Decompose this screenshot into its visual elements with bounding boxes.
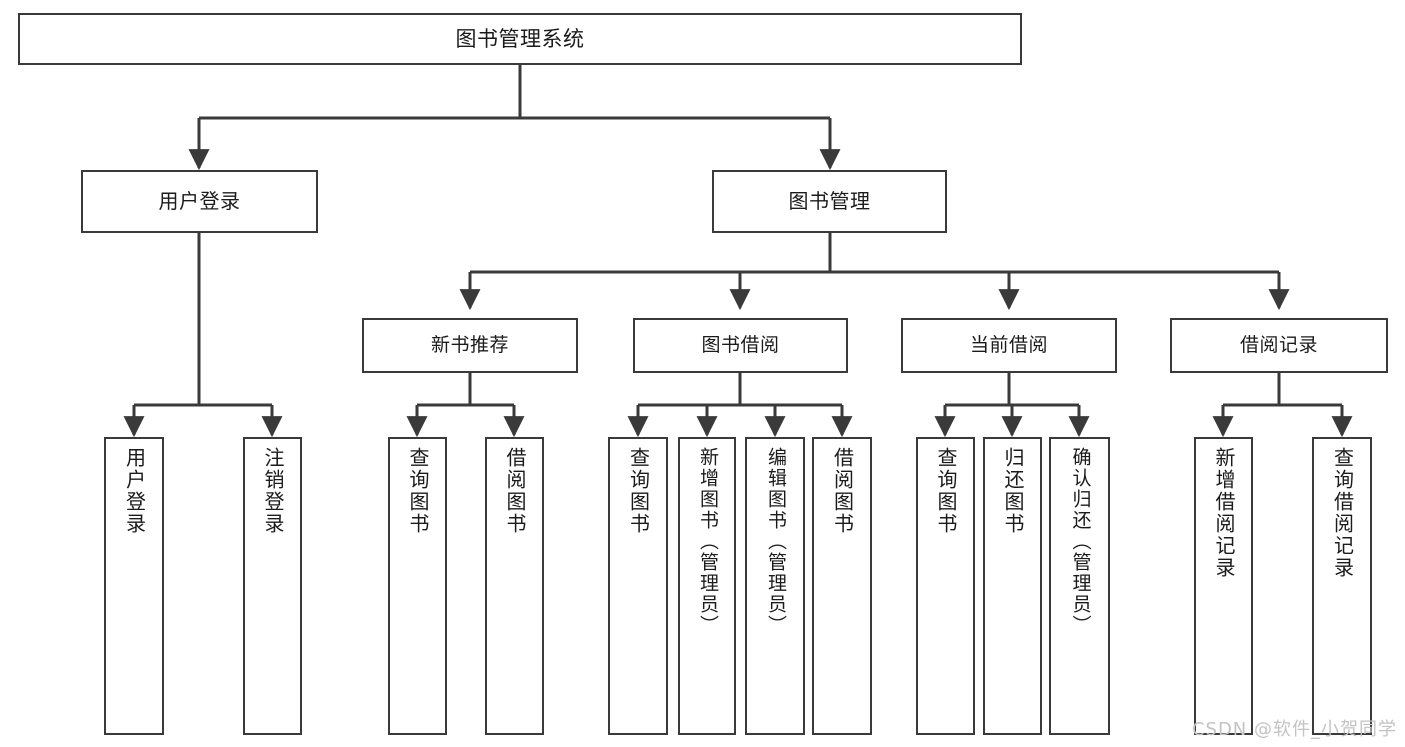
node-leaf-user-login[interactable]: 用户登录: [104, 437, 164, 735]
node-new-book-rec[interactable]: 新书推荐: [362, 318, 578, 373]
node-leaf-query-book-3-label: 查询图书: [934, 447, 958, 535]
node-leaf-query-book-2-label: 查询图书: [626, 447, 651, 535]
node-leaf-borrow-book-2-label: 借阅图书: [830, 447, 855, 535]
node-book-borrow[interactable]: 图书借阅: [633, 318, 848, 373]
node-root[interactable]: 图书管理系统: [18, 13, 1022, 65]
node-borrow-record-label: 借阅记录: [1239, 333, 1318, 356]
node-book-manage-label: 图书管理: [788, 189, 871, 213]
node-leaf-borrow-book-1[interactable]: 借阅图书: [485, 437, 544, 735]
node-leaf-add-book[interactable]: 新增图书（管理员）: [678, 437, 736, 735]
node-leaf-user-login-label: 用户登录: [122, 447, 147, 535]
watermark: CSDN @软件_小贺同学: [1191, 719, 1397, 740]
node-current-borrow-label: 当前借阅: [969, 333, 1048, 356]
node-user-login[interactable]: 用户登录: [81, 170, 318, 233]
node-leaf-query-book-1[interactable]: 查询图书: [388, 437, 447, 735]
node-new-book-rec-label: 新书推荐: [430, 333, 509, 356]
node-book-manage[interactable]: 图书管理: [712, 170, 947, 233]
node-root-label: 图书管理系统: [455, 26, 585, 51]
node-leaf-query-book-2[interactable]: 查询图书: [608, 437, 668, 735]
node-leaf-edit-book[interactable]: 编辑图书（管理员）: [745, 437, 805, 735]
node-user-login-label: 用户登录: [158, 189, 241, 213]
node-leaf-borrow-book-2[interactable]: 借阅图书: [812, 437, 872, 735]
node-leaf-query-record[interactable]: 查询借阅记录: [1312, 437, 1372, 735]
node-leaf-query-book-1-label: 查询图书: [406, 447, 430, 535]
node-leaf-borrow-book-1-label: 借阅图书: [503, 447, 527, 535]
node-leaf-confirm-return-label: 确认归还（管理员）: [1069, 447, 1092, 636]
node-current-borrow[interactable]: 当前借阅: [901, 318, 1117, 373]
node-leaf-add-book-label: 新增图书（管理员）: [696, 447, 719, 636]
node-leaf-logout[interactable]: 注销登录: [243, 437, 302, 735]
node-leaf-add-record[interactable]: 新增借阅记录: [1194, 437, 1253, 735]
node-leaf-return-book[interactable]: 归还图书: [983, 437, 1042, 735]
node-leaf-add-record-label: 新增借阅记录: [1212, 447, 1236, 579]
node-leaf-return-book-label: 归还图书: [1001, 447, 1025, 535]
node-borrow-record[interactable]: 借阅记录: [1170, 318, 1388, 373]
node-leaf-edit-book-label: 编辑图书（管理员）: [764, 447, 787, 636]
node-leaf-confirm-return[interactable]: 确认归还（管理员）: [1049, 437, 1110, 735]
node-leaf-query-record-label: 查询借阅记录: [1330, 447, 1355, 579]
node-leaf-query-book-3[interactable]: 查询图书: [916, 437, 975, 735]
node-leaf-logout-label: 注销登录: [261, 447, 285, 535]
node-book-borrow-label: 图书借阅: [701, 333, 780, 356]
